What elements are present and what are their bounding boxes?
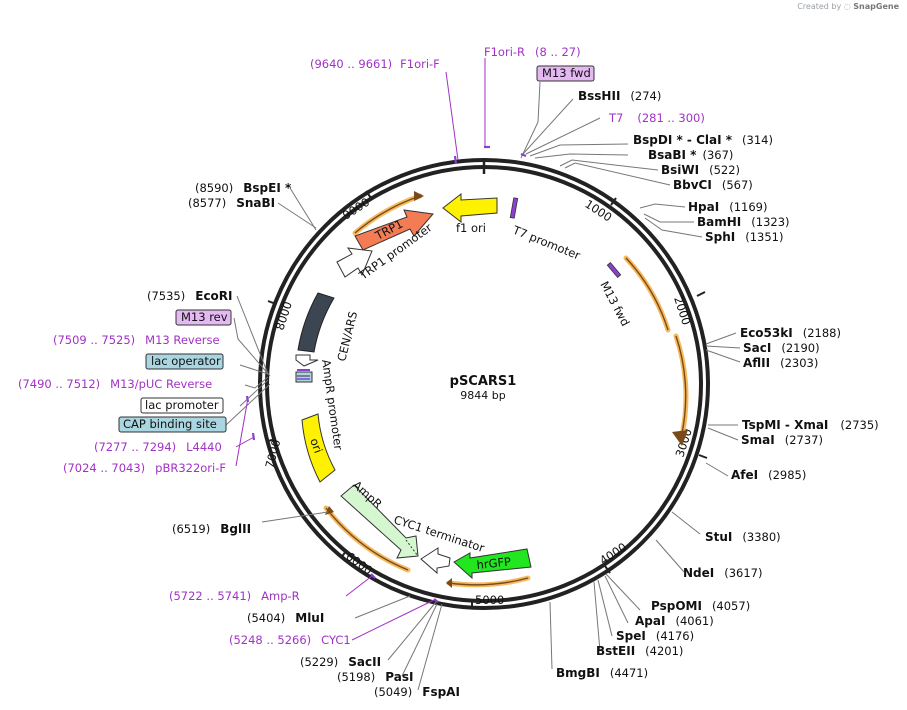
ampr-feature[interactable] bbox=[340, 484, 419, 559]
enzyme-sphi[interactable]: SphI(1351) bbox=[705, 230, 784, 244]
enzyme-bspei[interactable]: (8590)BspEI * bbox=[195, 181, 292, 195]
ampr-promoter-feature[interactable] bbox=[295, 354, 319, 367]
enzyme-sacii[interactable]: (5229)SacII bbox=[300, 655, 381, 669]
enzyme-mlui[interactable]: (5404)MluI bbox=[247, 611, 324, 625]
trp1-promoter-feature[interactable] bbox=[336, 247, 373, 278]
enzyme-stui[interactable]: StuI(3380) bbox=[705, 530, 781, 544]
hrgfp-feature[interactable] bbox=[453, 548, 532, 580]
m13-fwd-primer-box[interactable] bbox=[536, 65, 595, 82]
ori-feature[interactable] bbox=[301, 413, 336, 483]
enzyme-bsabi[interactable]: BsaBI *(367) bbox=[648, 148, 733, 162]
enzyme-tspmi-xmai[interactable]: TspMI - XmaI(2735) bbox=[742, 418, 879, 432]
pbr322ori-f-primer-label[interactable]: (7024 .. 7043)pBR322ori-F bbox=[63, 461, 226, 475]
enzyme-leader-lines bbox=[225, 81, 741, 691]
cyc1-terminator-feature[interactable] bbox=[420, 547, 451, 575]
amp-r-primer-label[interactable]: (5722 .. 5741)Amp-R bbox=[169, 589, 300, 603]
tick-marks bbox=[267, 190, 708, 609]
enzyme-bglii[interactable]: (6519)BglII bbox=[172, 522, 251, 536]
m13-fwd-label: M13 fwd bbox=[597, 279, 632, 329]
f1ori-f-primer-label[interactable]: (9640 .. 9661)F1ori-F bbox=[310, 57, 440, 71]
tick-5000: 5000 bbox=[475, 593, 504, 607]
orf-arrowhead bbox=[414, 191, 424, 201]
enzyme-bbvci[interactable]: BbvCI(567) bbox=[673, 178, 753, 192]
enzyme-fspai[interactable]: (5049)FspAI bbox=[374, 685, 460, 699]
plasmid-name: pSCARS1 bbox=[450, 374, 517, 389]
ampr-dotted-edge bbox=[405, 539, 419, 557]
m13-rev-primer-label: M13 rev bbox=[181, 310, 228, 324]
m13-rev-primer-box[interactable] bbox=[175, 309, 232, 326]
plasmid-length: 9844 bp bbox=[460, 389, 505, 402]
enzyme-hpai[interactable]: HpaI(1169) bbox=[688, 200, 767, 214]
lac-operator-feature[interactable] bbox=[295, 371, 313, 383]
m13-reverse-primer-label[interactable]: (7509 .. 7525)M13 Reverse bbox=[53, 333, 220, 347]
cap-binding-site-box[interactable] bbox=[118, 416, 227, 433]
cyc1-primer-label[interactable]: (5248 .. 5266)CYC1 bbox=[229, 633, 351, 647]
f1-ori-label: f1 ori bbox=[456, 221, 486, 235]
f1ori-r-primer-label[interactable]: F1ori-R(8 .. 27) bbox=[484, 45, 581, 59]
primer-leader-lines bbox=[235, 58, 486, 641]
enzyme-bspdi-clai[interactable]: BspDI * - ClaI *(314) bbox=[633, 133, 773, 147]
ori-label: ori bbox=[307, 436, 325, 455]
enzyme-bmgbi[interactable]: BmgBI(4471) bbox=[556, 666, 648, 680]
cen-ars-feature[interactable] bbox=[297, 292, 335, 353]
enzyme-ndei[interactable]: NdeI(3617) bbox=[683, 566, 763, 580]
credit-prefix: Created by bbox=[797, 2, 842, 11]
enzyme-bamhi[interactable]: BamHI(1323) bbox=[697, 215, 790, 229]
lac-operator-label: lac operator bbox=[151, 354, 221, 368]
enzyme-smai[interactable]: SmaI(2737) bbox=[741, 433, 823, 447]
trp1-feature[interactable] bbox=[354, 209, 434, 251]
orf-arrowhead bbox=[325, 506, 334, 515]
enzyme-bsshii[interactable]: BssHII(274) bbox=[578, 89, 661, 103]
enzyme-ecori[interactable]: (7535)EcoRI bbox=[147, 289, 233, 303]
f1-ori-feature[interactable] bbox=[442, 192, 498, 224]
t7-promoter-label: T7 promoter bbox=[510, 222, 583, 262]
enzyme-pasi[interactable]: (5198)PasI bbox=[337, 670, 413, 684]
enzyme-bsiwi[interactable]: BsiWI(522) bbox=[661, 163, 740, 177]
orf-arrowhead bbox=[446, 578, 452, 588]
cen-ars-label: CEN/ARS bbox=[334, 310, 360, 363]
t7-promoter-feature[interactable] bbox=[509, 197, 519, 219]
tick-4000: 4000 bbox=[597, 540, 629, 568]
tick-6000: 6000 bbox=[343, 549, 375, 578]
enzyme-bsteii[interactable]: BstEII(4201) bbox=[596, 644, 683, 658]
lac-operator-box[interactable] bbox=[145, 353, 224, 370]
m13-fwd-feature[interactable] bbox=[606, 262, 622, 278]
cap-binding-site-label: CAP binding site bbox=[123, 417, 217, 431]
m13-fwd-primer-label: M13 fwd bbox=[542, 66, 591, 80]
ampr-promoter-label: AmpR promoter bbox=[319, 358, 346, 451]
snapgene-logo-icon: ◌ bbox=[843, 2, 851, 11]
enzyme-eco53ki[interactable]: Eco53kI(2188) bbox=[740, 326, 841, 340]
enzyme-pspomi[interactable]: PspOMI(4057) bbox=[651, 599, 750, 613]
enzyme-snabi[interactable]: (8577)SnaBI bbox=[188, 196, 275, 210]
snapgene-credit: Created by ◌ SnapGene bbox=[797, 2, 899, 11]
enzyme-spei[interactable]: SpeI(4176) bbox=[616, 629, 694, 643]
enzyme-aflii[interactable]: AflII(2303) bbox=[743, 356, 818, 370]
hrgfp-label: hrGFP bbox=[476, 554, 512, 572]
m13-puc-reverse-primer-label[interactable]: (7490 .. 7512)M13/pUC Reverse bbox=[18, 377, 212, 391]
t7-primer-label[interactable]: T7(281 .. 300) bbox=[608, 111, 705, 125]
orf-trace-lines bbox=[325, 195, 687, 586]
enzyme-apai[interactable]: ApaI(4061) bbox=[635, 614, 714, 628]
l4440-primer-label[interactable]: (7277 .. 7294)L4440 bbox=[94, 440, 222, 454]
credit-brand: SnapGene bbox=[853, 2, 899, 11]
orf-arrowhead bbox=[672, 430, 688, 446]
enzyme-saci[interactable]: SacI(2190) bbox=[743, 341, 820, 355]
enzyme-afei[interactable]: AfeI(2985) bbox=[731, 468, 806, 482]
lac-promoter-label: lac promoter bbox=[145, 398, 219, 412]
lac-promoter-box[interactable] bbox=[140, 397, 224, 414]
primer-marks bbox=[245, 145, 527, 603]
